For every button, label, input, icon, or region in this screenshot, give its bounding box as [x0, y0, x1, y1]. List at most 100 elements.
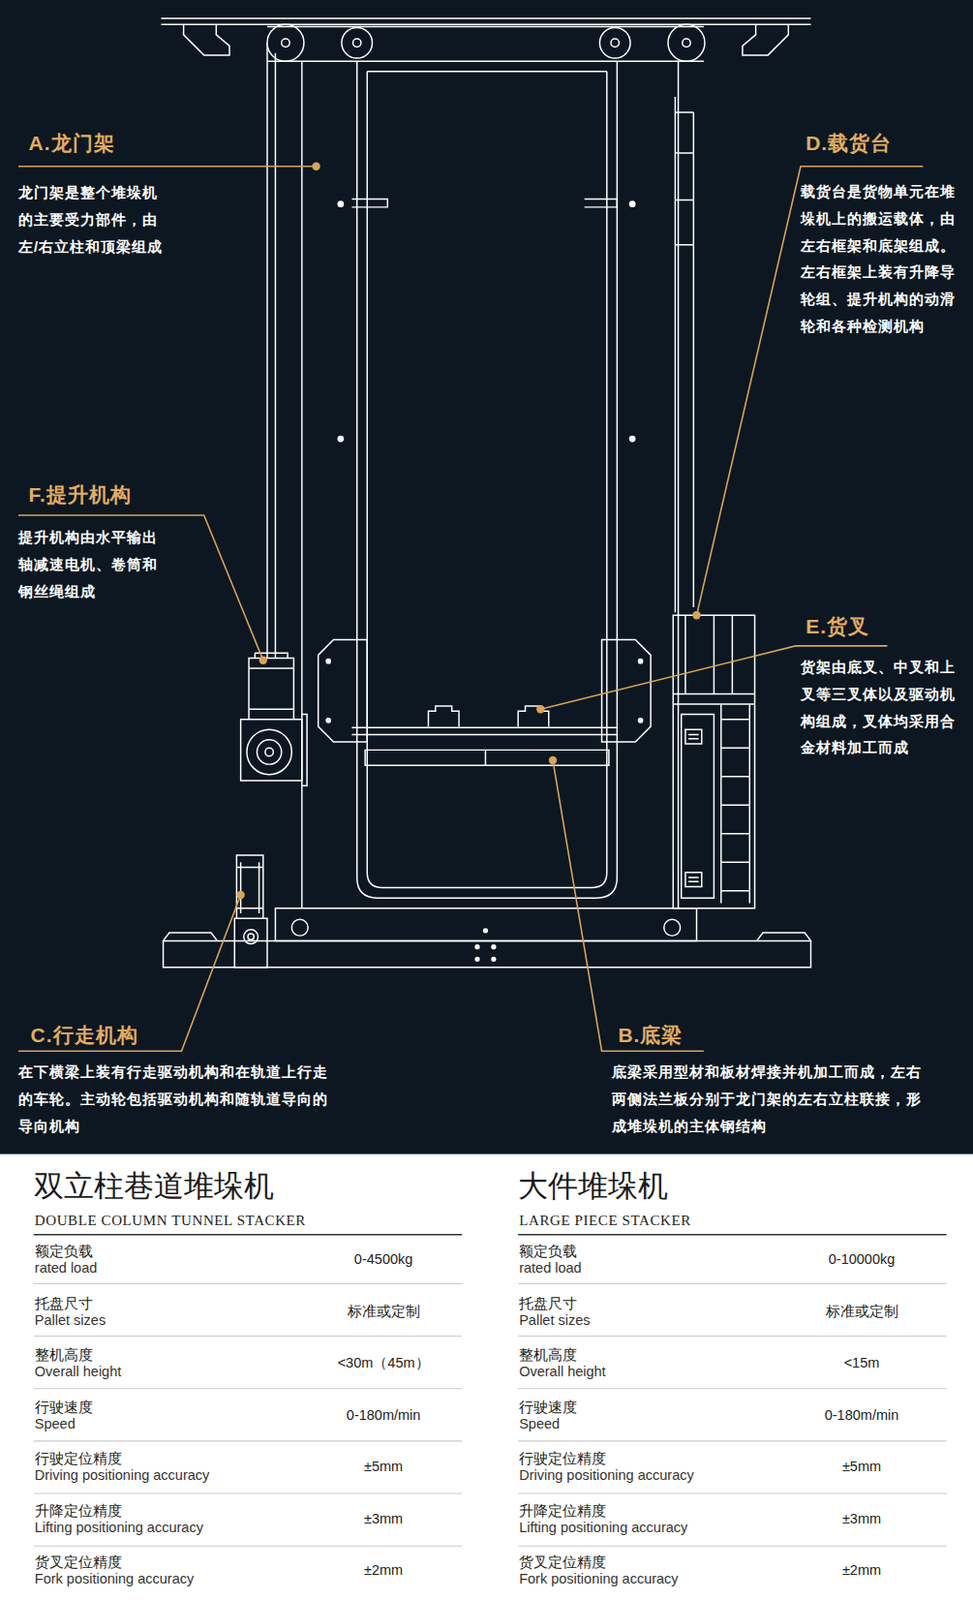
callout-heading: C.行走机构: [30, 1022, 139, 1047]
dark-panel: [0, 0, 973, 1155]
row-label: 行驶定位精度: [34, 1450, 122, 1467]
travel-motor: [234, 854, 268, 968]
row-label: 升降定位精度: [34, 1502, 122, 1520]
row-label: 额定负载: [518, 1243, 578, 1260]
pulley-hub: [352, 38, 361, 47]
hoist-drum: [265, 747, 274, 756]
leader-line: [18, 165, 317, 168]
table-rules: [33, 1234, 947, 1546]
leader-line: [18, 894, 242, 1051]
row-label-english: Overall height: [518, 1363, 606, 1380]
bolt-dot: [638, 659, 642, 664]
row-label: 托盘尺寸: [518, 1295, 578, 1312]
row-label: 额定负载: [34, 1243, 93, 1260]
bolt-dot: [491, 956, 496, 961]
table-value: ±3mm: [276, 1509, 490, 1527]
guide-bracket: [351, 198, 617, 207]
leader-dot: [259, 655, 268, 664]
row-label: 升降定位精度: [518, 1502, 607, 1520]
callout-heading: F.提升机构: [29, 482, 132, 507]
row-label: 行驶速度: [34, 1398, 93, 1416]
row-label-english: Fork positioning accuracy: [34, 1570, 194, 1587]
leader-dot: [548, 756, 557, 764]
bottom-beam: [274, 908, 697, 942]
callout-text: 提升机构由水平输出 轴减速电机、卷筒和 钢丝绳组成: [18, 523, 167, 605]
mast-columns: [302, 60, 679, 908]
row-label-english: Driving positioning accuracy: [34, 1466, 211, 1484]
table-value: 0-10000kg: [755, 1249, 969, 1268]
row-label-english: Pallet sizes: [34, 1311, 106, 1329]
bolt-dot: [638, 718, 642, 723]
pulley: [599, 27, 631, 59]
bolt-dot: [475, 944, 480, 949]
row-label-english: rated load: [518, 1259, 582, 1277]
row-label: 货叉定位精度: [518, 1553, 607, 1571]
travel-wheel: [243, 929, 259, 944]
leader-dot: [692, 610, 700, 619]
row-label: 整机高度: [518, 1346, 578, 1364]
row-label-english: Fork positioning accuracy: [518, 1570, 678, 1587]
bolt-dot: [491, 944, 496, 949]
callout-text: 龙门架是整个堆垛机 的主要受力部件，由 左/右立柱和顶梁组成: [18, 179, 167, 260]
table-subtitle: LARGE PIECE STACKER: [518, 1211, 692, 1229]
callout-text: 货架由底叉、中叉和上 叉等三叉体以及驱动机 构组成，叉体均采用合 金材料加工而成: [800, 653, 965, 761]
bolt-dot: [326, 659, 331, 664]
callout-text: 底梁采用型材和板材焊接并机加工而成，左右 两侧法兰板分别于龙门架的左右立柱联接，…: [611, 1058, 931, 1139]
table-value: 标准或定制: [276, 1302, 490, 1320]
table-value: ±5mm: [276, 1457, 490, 1475]
pulley-hub: [281, 38, 290, 47]
table-value: 0-4500kg: [276, 1249, 490, 1268]
pulley-hub: [610, 38, 619, 47]
base-plate: [163, 932, 812, 968]
row-label-english: Overall height: [34, 1363, 122, 1380]
row-label: 行驶速度: [518, 1398, 578, 1416]
leader-line: [697, 166, 924, 616]
row-label-english: Driving positioning accuracy: [518, 1466, 695, 1484]
stacker-drawing: [160, 18, 811, 968]
hoist-motor: [241, 652, 307, 786]
row-label-english: Pallet sizes: [518, 1311, 590, 1329]
row-label-english: Lifting positioning accuracy: [34, 1519, 204, 1536]
row-label: 托盘尺寸: [34, 1295, 93, 1312]
table-value: 0-180m/min: [755, 1405, 969, 1424]
pulley: [668, 24, 705, 61]
bolt-dot: [630, 435, 636, 441]
row-label-english: rated load: [34, 1259, 98, 1277]
bolt-dot: [475, 956, 480, 961]
table-row-rule: [33, 1282, 947, 1546]
row-label: 货叉定位精度: [34, 1553, 122, 1571]
wire-rope: [267, 42, 275, 658]
leader-lines: [18, 166, 923, 1051]
table-value: ±2mm: [276, 1560, 490, 1579]
column-ladder: [674, 96, 694, 612]
pulley-hub: [682, 38, 691, 47]
row-label-english: Speed: [34, 1415, 76, 1432]
hoist-drum: [256, 739, 281, 764]
row-label: 整机高度: [34, 1346, 93, 1364]
row-label: 行驶定位精度: [518, 1450, 607, 1467]
bolt-dot: [337, 201, 343, 207]
bolt-dot: [326, 718, 331, 723]
table-value: ±5mm: [755, 1457, 969, 1475]
table-subtitle: DOUBLE COLUMN TUNNEL STACKER: [34, 1211, 306, 1229]
bolt-dot: [630, 201, 636, 207]
table-head-rule: [33, 1233, 947, 1235]
bolt-dot: [337, 435, 343, 441]
table-value: 0-180m/min: [276, 1405, 490, 1424]
callout-heading: D.载货台: [805, 130, 892, 155]
table-value: ±3mm: [755, 1509, 969, 1527]
callout-heading: A.龙门架: [29, 130, 116, 155]
pulley: [341, 27, 373, 59]
leader-line: [18, 515, 264, 661]
callout-text: 载货台是货物单元在堆 垛机上的搬运载体，由 左右框架和底架组成。 左右框架上装有…: [800, 178, 965, 339]
callout-heading: E.货叉: [805, 613, 870, 639]
row-label-english: Speed: [518, 1415, 560, 1432]
travel-wheel: [247, 933, 254, 940]
callout-text: 在下横梁上装有行走驱动机构和在轨道上行走 的车轮。主动轮包括驱动机构和随轨道导向…: [18, 1058, 337, 1139]
carriage-plates: [318, 639, 651, 742]
fork-blocks: [427, 705, 548, 727]
leader-dot: [536, 704, 545, 713]
row-label-english: Lifting positioning accuracy: [518, 1519, 688, 1536]
